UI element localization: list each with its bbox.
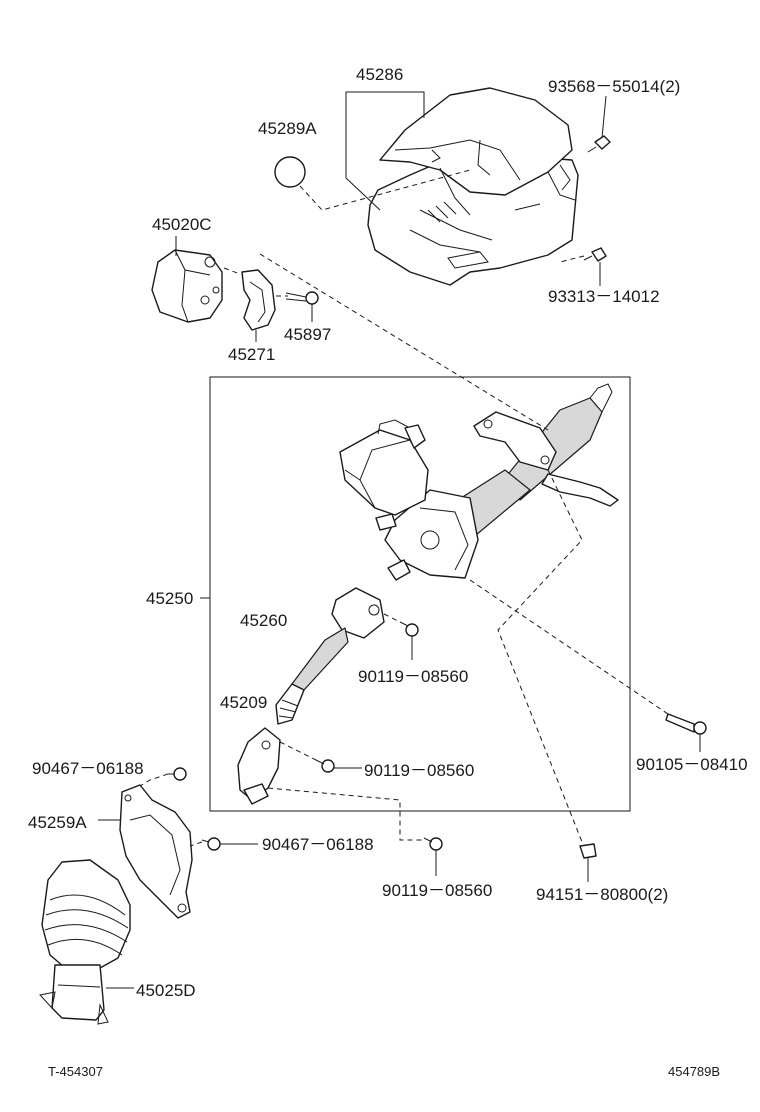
label-45025D: 45025D (136, 981, 196, 1000)
label-45260: 45260 (240, 611, 287, 630)
dashed-lines (139, 169, 669, 847)
screw-93313 (583, 247, 607, 262)
label-90119-b: 90119－08560 (364, 761, 474, 780)
label-90119-a: 90119－08560 (358, 667, 468, 686)
label-90119-c: 90119－08560 (382, 881, 492, 900)
label-45897: 45897 (284, 325, 331, 344)
label-45286: 45286 (356, 65, 403, 84)
universal-joint-45209 (237, 727, 281, 805)
label-45209: 45209 (220, 693, 267, 712)
clip-90467-a (168, 767, 187, 781)
label-45289A: 45289A (258, 119, 317, 138)
part-labels: 45286 93568－55014(2) 45289A 45020C 93313… (28, 65, 748, 1000)
clamp-45271 (241, 269, 276, 331)
label-45271: 45271 (228, 345, 275, 364)
boot-45025D (39, 859, 131, 1025)
cover-plate-45259A (119, 784, 193, 919)
bolt-90119-c (423, 837, 443, 851)
bolt-90119-b (315, 759, 335, 773)
label-94151: 94151－80800(2) (536, 885, 668, 904)
screw-93568 (587, 135, 611, 153)
label-93568: 93568－55014(2) (548, 77, 680, 96)
leader-lines (98, 91, 701, 989)
bolt-90105 (665, 713, 707, 735)
label-45259A: 45259A (28, 813, 87, 832)
label-90467-a: 90467－06188 (32, 759, 144, 778)
label-93313: 93313－14012 (548, 287, 660, 306)
label-90467-b: 90467－06188 (262, 835, 374, 854)
label-90105: 90105－08410 (636, 755, 748, 774)
steering-column-45250 (339, 383, 619, 581)
bolt-90119-a (399, 621, 419, 637)
label-45020C: 45020C (152, 215, 212, 234)
cap-45289A (274, 156, 306, 188)
column-assembly-box (209, 376, 631, 812)
label-45250: 45250 (146, 589, 193, 608)
clip-90467-b (201, 837, 221, 851)
nut-94151 (579, 843, 597, 859)
column-cover-45286 (367, 87, 579, 286)
footer-right-code: 454789B (668, 1064, 720, 1079)
bracket-45020C (151, 249, 223, 323)
bolt-45897 (285, 291, 319, 305)
intermediate-shaft-45260 (275, 587, 385, 725)
footer-left-code: T-454307 (48, 1064, 103, 1079)
